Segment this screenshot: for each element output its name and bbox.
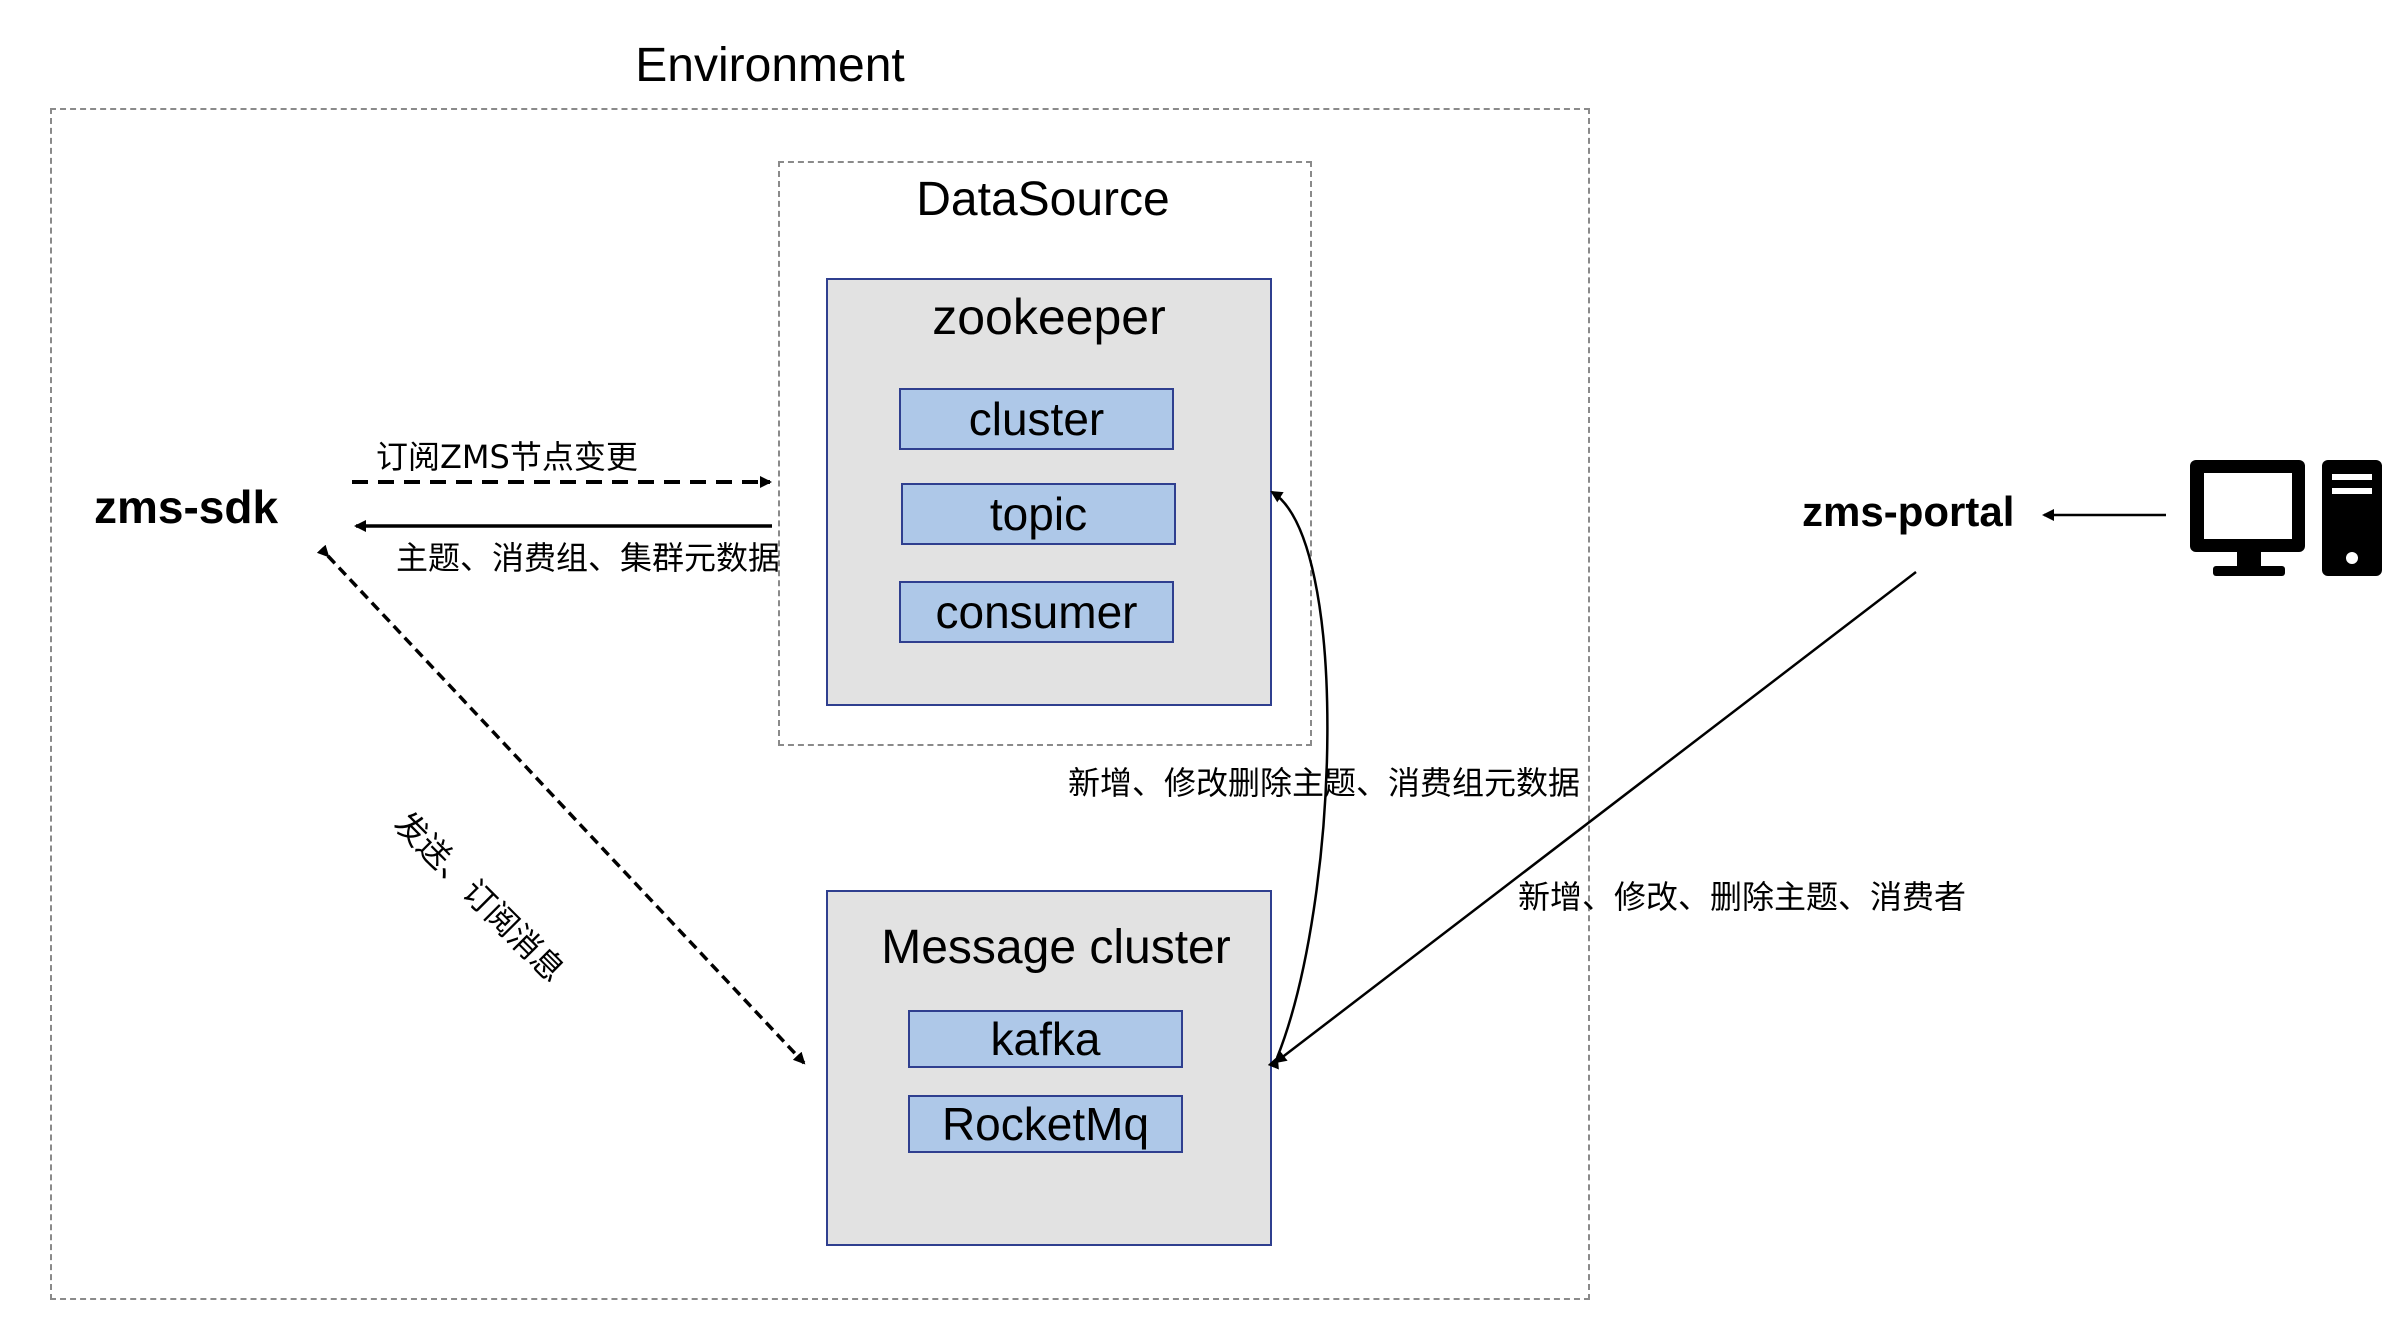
environment-container xyxy=(50,108,1590,1300)
zms-sdk-node: zms-sdk xyxy=(94,481,279,533)
zookeeper-item-topic: topic xyxy=(901,483,1176,545)
datasource-title: DataSource xyxy=(916,173,1170,226)
edge-label-portal-ops: 新增、修改、删除主题、消费者 xyxy=(1518,878,1967,916)
zookeeper-item-consumer: consumer xyxy=(899,581,1174,643)
message-cluster-item-rocketmq: RocketMq xyxy=(908,1095,1183,1153)
message-cluster-box xyxy=(826,890,1272,1246)
zookeeper-item-cluster: cluster xyxy=(899,388,1174,450)
arrow-portal-to-message-cluster xyxy=(1274,571,1917,1064)
datasource-container xyxy=(778,161,1312,746)
desktop-computer-icon xyxy=(2190,460,2382,576)
message-cluster-title: Message cluster xyxy=(881,921,1231,974)
zms-portal-node: zms-portal xyxy=(1802,488,2015,535)
arrow-message-cluster-zookeeper xyxy=(1267,490,1329,1070)
arrow-sdk-message-cluster xyxy=(316,544,806,1065)
message-cluster-item-kafka: kafka xyxy=(908,1010,1183,1068)
zookeeper-title: zookeeper xyxy=(932,289,1166,345)
environment-title: Environment xyxy=(635,39,905,92)
edge-label-subscribe-zms: 订阅ZMS节点变更 xyxy=(376,438,638,476)
edge-label-modify-metadata: 新增、修改删除主题、消费组元数据 xyxy=(1068,764,1581,802)
